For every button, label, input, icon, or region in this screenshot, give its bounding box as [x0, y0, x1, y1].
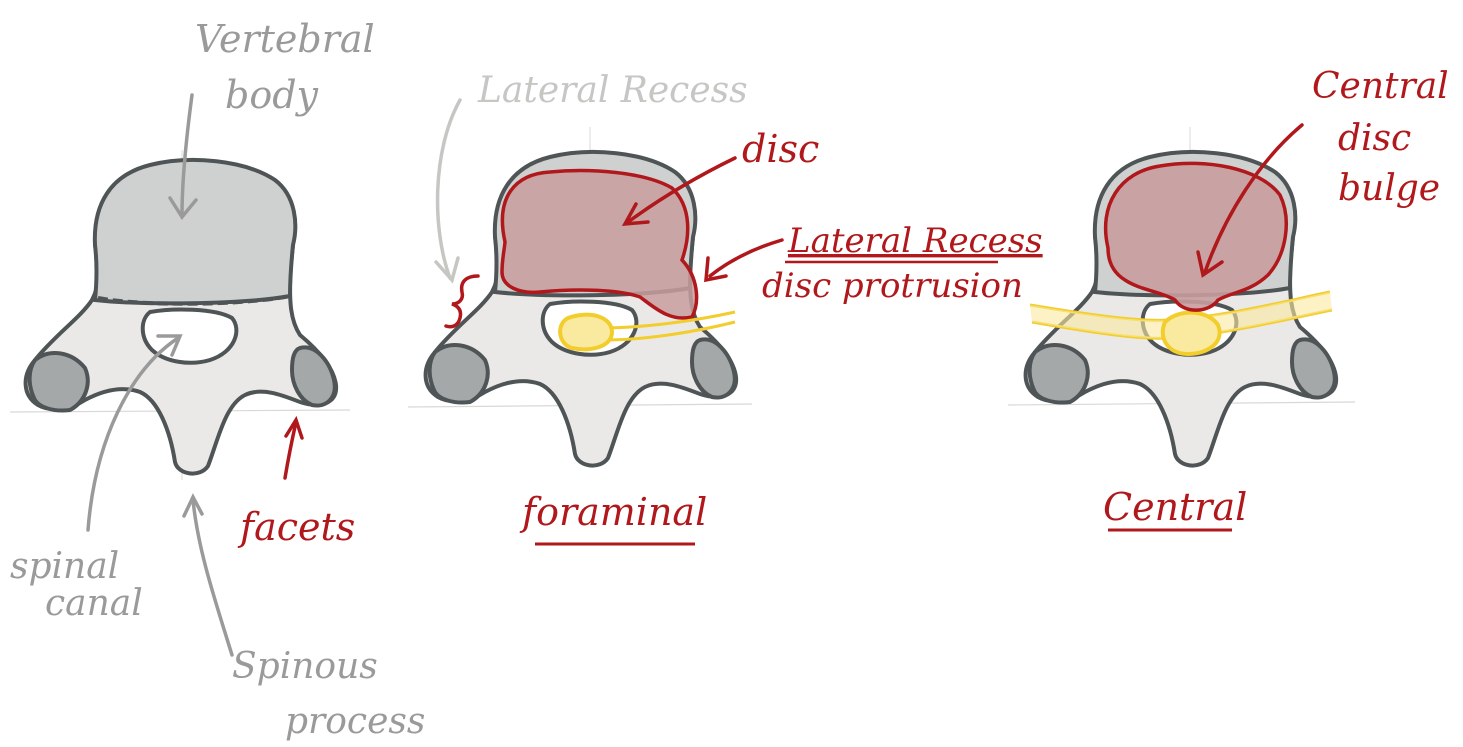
disc-label-text: disc — [742, 127, 819, 171]
lateral-recess-arrow — [436, 100, 460, 280]
facets-label: facets — [237, 505, 355, 549]
vertebral-body-label: Vertebral body — [195, 17, 375, 117]
lateral-recess-label: Lateral Recess — [477, 70, 748, 111]
central-label-text: Central — [1103, 485, 1247, 529]
central-disc-bulge-label-line1: Central — [1312, 66, 1449, 107]
vertebral-body-label-line1: Vertebral — [195, 17, 375, 61]
spinous-process-label-line2: process — [285, 701, 425, 742]
lateral-recess-label-text: Lateral Recess — [477, 70, 748, 111]
spinal-canal-label-line2: canal — [45, 583, 143, 624]
lateral-recess-protrusion-label-line1: Lateral Recess — [787, 221, 1043, 261]
lateral-recess-protrusion-label-line2: disc protrusion — [762, 266, 1023, 306]
facets-arrow — [285, 420, 302, 478]
spinous-process-label: Spinous process — [232, 646, 425, 742]
central-disc-bulge-label-line2: disc — [1338, 118, 1411, 159]
central-label: Central — [1103, 485, 1247, 529]
disc-label: disc — [742, 127, 819, 171]
spinal-canal-label: spinal canal — [10, 546, 143, 624]
spinal-canal-label-line1: spinal — [10, 546, 119, 587]
spinous-process-label-line1: Spinous — [232, 646, 378, 687]
spinous-process-arrow — [184, 497, 232, 655]
foraminal-label-text: foraminal — [519, 490, 707, 534]
lateral-recess-protrusion-label: Lateral Recess disc protrusion — [762, 221, 1043, 306]
central-disc-bulge-label-line3: bulge — [1338, 168, 1440, 209]
foraminal-label: foraminal — [519, 490, 707, 534]
central-disc-bulge-label: Central disc bulge — [1312, 66, 1449, 209]
vertebral-body-label-line2: body — [225, 73, 319, 117]
facets-label-text: facets — [237, 505, 355, 549]
